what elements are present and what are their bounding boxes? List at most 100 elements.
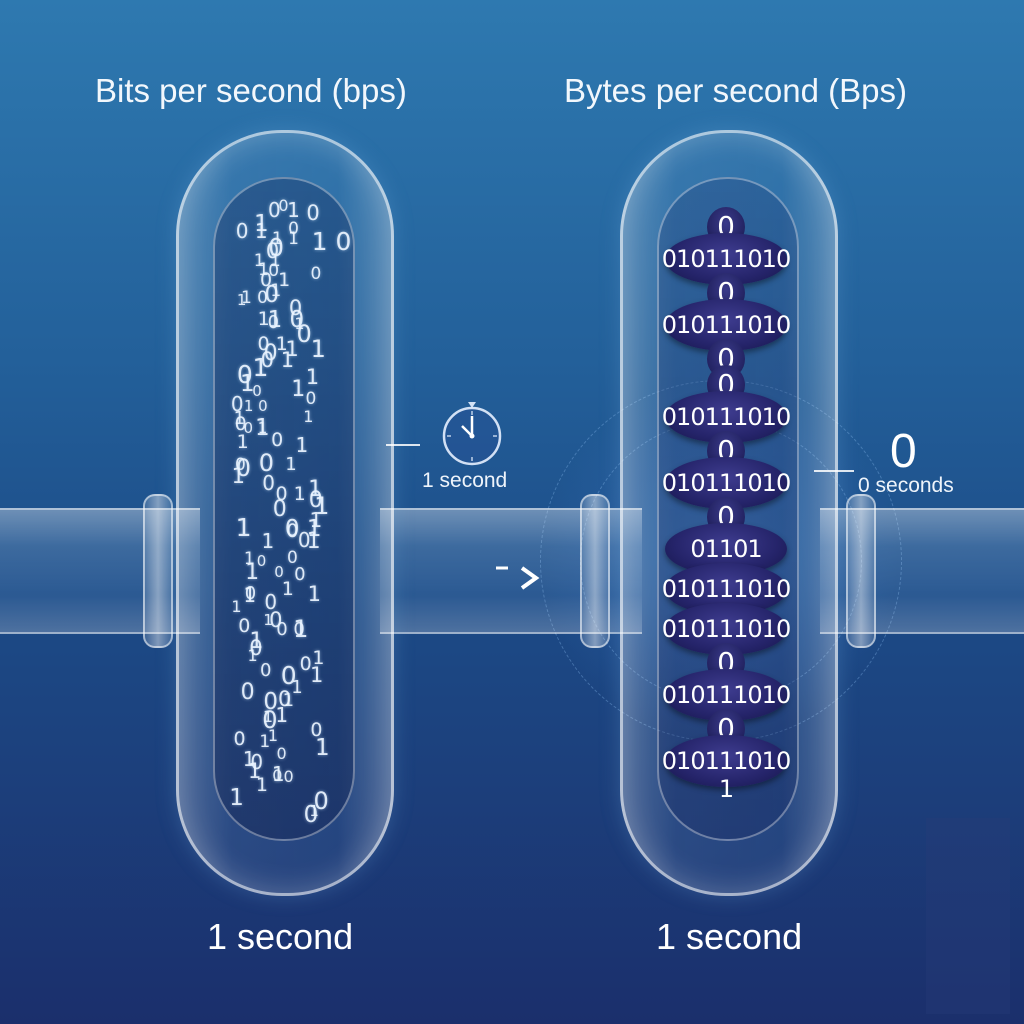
- bit-glyph: 1: [271, 761, 285, 786]
- pipe-right: [820, 508, 1024, 634]
- arrow-right-icon: [494, 560, 546, 601]
- bit-glyph: 0: [310, 264, 322, 285]
- pipe-left: [0, 508, 200, 634]
- bit-glyph: 0 1: [284, 515, 322, 542]
- bit-glyph: 0: [236, 359, 253, 389]
- bit-glyph: 0: [233, 728, 246, 751]
- bit-glyph: 1: [247, 646, 258, 666]
- bit-glyph: 1: [245, 560, 260, 586]
- bit-glyph: 0: [230, 391, 244, 416]
- bytes-title: Bytes per second (Bps): [564, 72, 907, 109]
- bit-glyph: 1: [263, 611, 273, 630]
- bit-glyph: 0: [297, 528, 311, 553]
- pipe-collar: [846, 494, 876, 648]
- bit-glyph: 1: [308, 477, 323, 503]
- bit-glyph: 1: [291, 677, 303, 699]
- bit-glyph: 0: [262, 705, 278, 734]
- bit-glyph: 0: [286, 547, 298, 568]
- bit-glyph: 0: [244, 582, 257, 604]
- bytes-bottom-label: 1 second: [656, 916, 803, 957]
- bit-glyph: 0: [250, 750, 264, 775]
- bit-glyph: 1: [307, 582, 322, 607]
- bit-glyph: 0: [262, 470, 275, 495]
- bit-glyph: 0: [268, 261, 280, 282]
- bit-glyph: 0: [306, 200, 320, 225]
- bit-glyph: 0: [288, 295, 303, 320]
- bit-glyph: 1: [255, 773, 268, 796]
- bit-glyph: 1: [229, 785, 244, 812]
- connector-line: [814, 470, 854, 472]
- bytes-side-number: 0: [890, 425, 917, 478]
- bit-glyph: 0 1: [243, 419, 268, 437]
- bit-glyph: 0: [277, 687, 292, 711]
- bit-glyph: 1: [257, 308, 270, 331]
- bit-glyph: 0: [263, 340, 278, 366]
- bit-glyph: 1: [291, 376, 306, 402]
- byte-value: 010111010: [661, 311, 791, 339]
- bit-glyph: 0: [296, 320, 312, 349]
- bit-glyph: 0: [249, 636, 263, 661]
- byte-value: 010111010: [661, 747, 791, 775]
- byte-value: 010111010: [661, 245, 791, 273]
- bit-glyph: 0: [268, 233, 284, 263]
- bit-glyph: 0: [264, 282, 279, 309]
- bit-glyph: 1 0: [240, 288, 268, 309]
- bit-glyph: 0: [265, 239, 280, 264]
- pipe-middle: [380, 508, 642, 634]
- bit-glyph: 0: [283, 767, 294, 787]
- bit-glyph: 0: [272, 497, 287, 523]
- bit-glyph: 1: [262, 706, 273, 726]
- bit-glyph: 1 0: [267, 307, 305, 334]
- bit-glyph: 1: [259, 731, 271, 752]
- byte-value: 01101: [690, 535, 762, 563]
- bit-glyph: 1: [231, 463, 245, 488]
- bit-glyph: 0: [280, 660, 297, 690]
- pipe-collar: [580, 494, 610, 648]
- bit-glyph: 0: [258, 448, 274, 477]
- bit-glyph: 1 1: [253, 251, 281, 272]
- bit-glyph: 1: [247, 759, 262, 784]
- bit-glyph: 1: [267, 726, 279, 746]
- bits-bottom-label: 1 second: [207, 916, 354, 957]
- bit-glyph: 0: [234, 413, 247, 436]
- bit-glyph: 0: [238, 615, 251, 638]
- bit-glyph: 1: [310, 335, 326, 364]
- bit-glyph: 0 0: [276, 619, 305, 641]
- bit-glyph: 0: [278, 195, 289, 215]
- bit-glyph: 1: [233, 408, 246, 430]
- byte-value: 010111010: [661, 681, 791, 709]
- bit-glyph: 0: [288, 218, 299, 239]
- byte-value: 010111010: [661, 403, 791, 431]
- bit-glyph: 1 0: [311, 226, 352, 256]
- bit-glyph: 1: [270, 280, 282, 301]
- bit-glyph: 1: [249, 628, 264, 654]
- bit-glyph: 1: [314, 492, 330, 521]
- bit-glyph: 0: [260, 659, 272, 681]
- bit-glyph: 0: [235, 453, 252, 482]
- bit-glyph: 1: [243, 582, 257, 607]
- bit-glyph: 0: [240, 679, 255, 705]
- bit-glyph: 1: [240, 370, 255, 397]
- bit-glyph: 1: [295, 433, 309, 458]
- bit-glyph: 1: [312, 646, 325, 669]
- bit-glyph: 0 1: [259, 268, 291, 291]
- bit-glyph: 0: [271, 429, 284, 452]
- bit-glyph: 1: [243, 548, 255, 569]
- bit-glyph: 0: [272, 765, 283, 785]
- bytes-side-label: 0 seconds: [858, 474, 954, 497]
- bit-glyph: 1: [309, 663, 324, 688]
- bit-glyph: 1: [254, 210, 269, 237]
- bit-glyph: 1: [281, 578, 294, 601]
- tail-bit: 1: [718, 775, 734, 803]
- connector-line: [386, 444, 420, 446]
- bit-glyph: 1: [294, 314, 305, 334]
- bit-glyph: 0 1: [275, 482, 306, 505]
- bit-glyph: 1: [293, 615, 309, 644]
- bit-glyph: 0: [305, 389, 317, 410]
- bit-glyph: 1: [252, 353, 269, 383]
- bit-glyph: 0: [303, 802, 319, 829]
- bit-glyph: 1 1: [271, 228, 299, 249]
- bit-glyph: 1: [255, 415, 270, 441]
